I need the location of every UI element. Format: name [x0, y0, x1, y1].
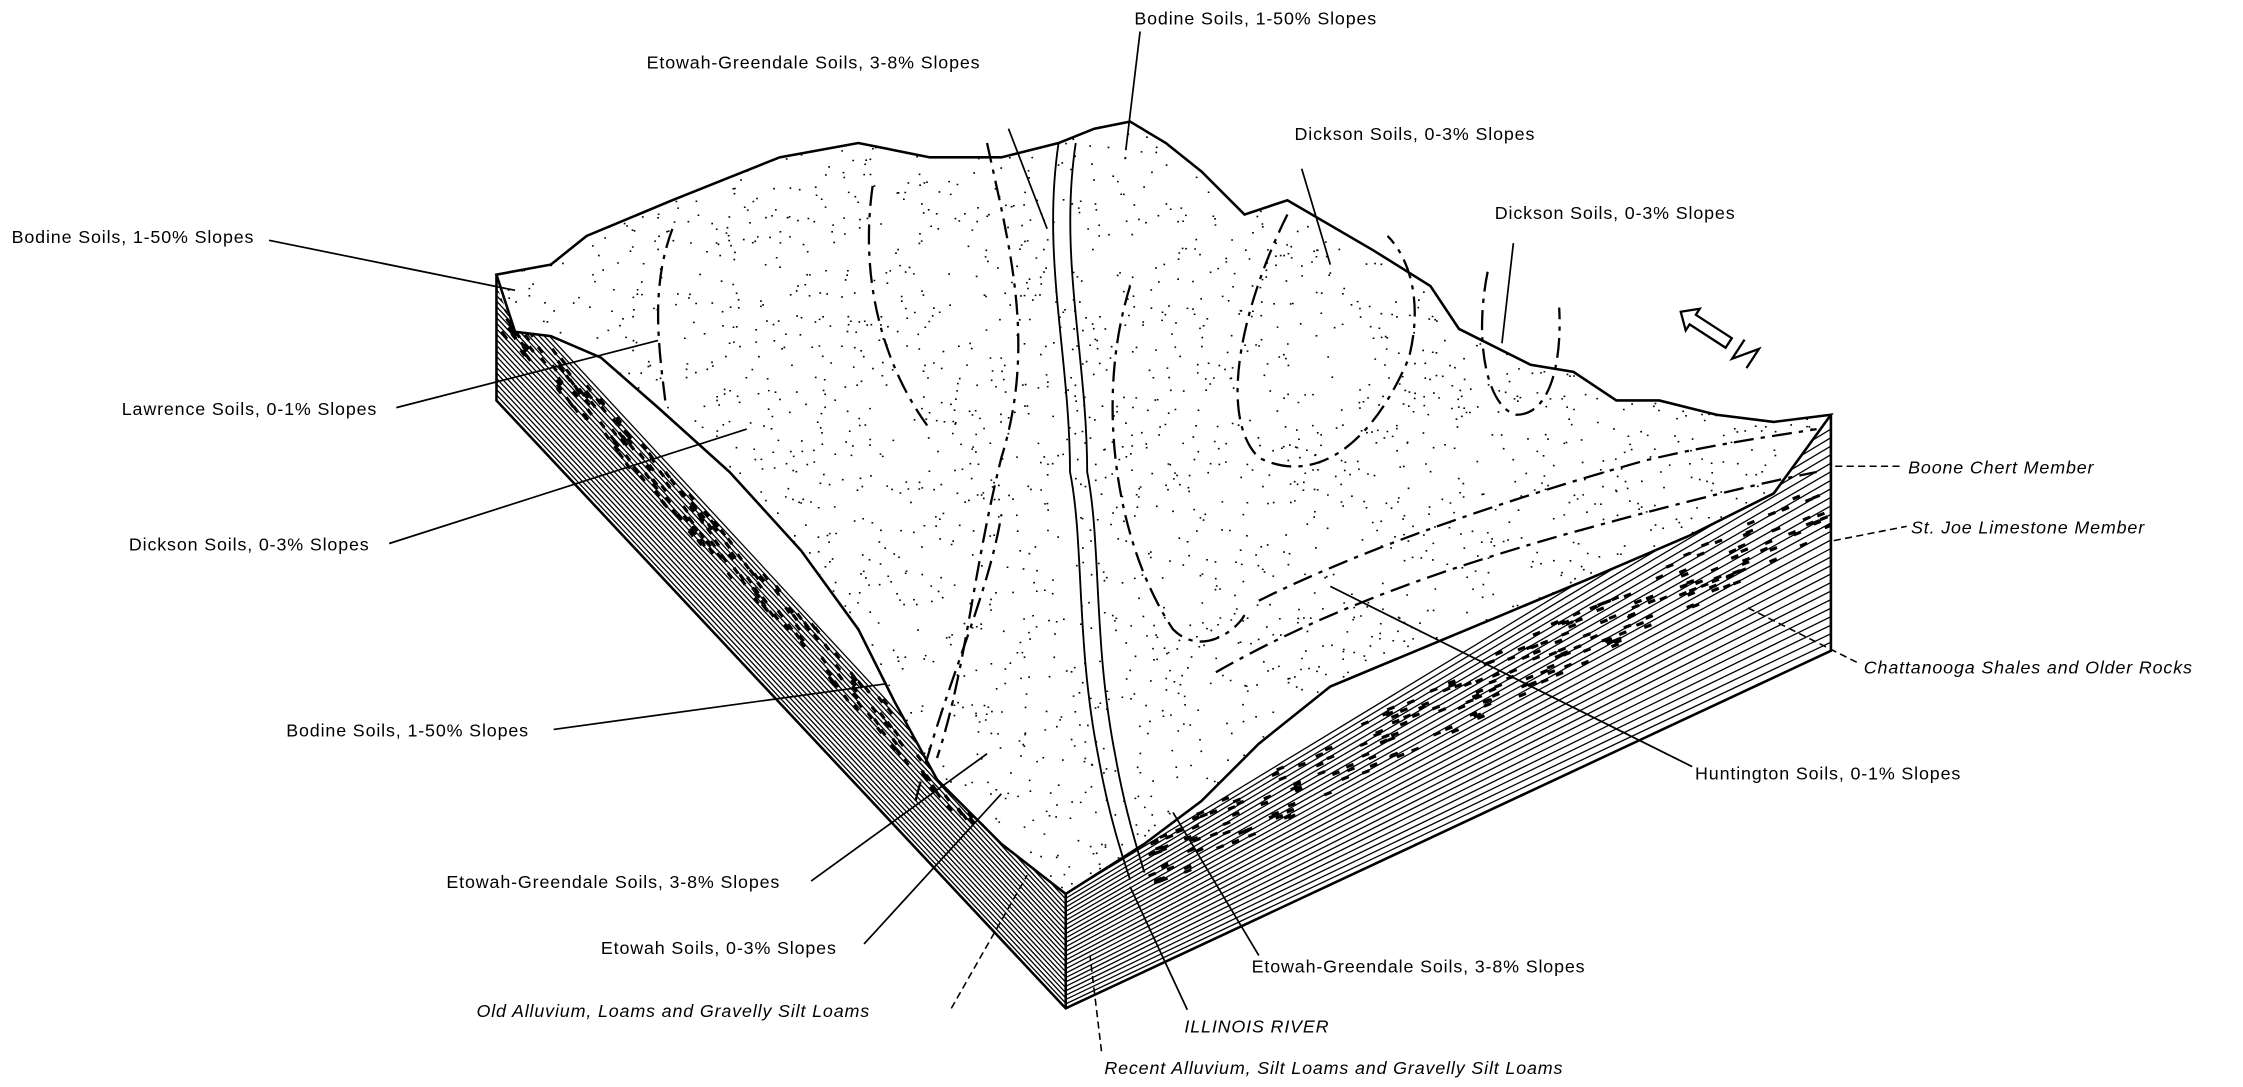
river-channel: [1069, 142, 1146, 873]
terrain-top-surface: [496, 121, 1831, 894]
contour-line: [1111, 285, 1246, 643]
callout-dickson-soils: Dickson Soils, 0-3% Slopes: [1495, 203, 1736, 223]
geology-callouts: Boone Chert Member St. Joe Limestone Mem…: [1864, 457, 2193, 678]
callout-bodine-soils: Bodine Soils, 1-50% Slopes: [12, 227, 255, 247]
callout-dickson-soils: Dickson Soils, 0-3% Slopes: [129, 535, 370, 555]
contour-line: [656, 228, 674, 401]
contour-line: [1215, 470, 1817, 674]
callout-chattanooga-shales: Chattanooga Shales and Older Rocks: [1864, 658, 2193, 678]
callout-illinois-river: ILLINOIS RIVER: [1184, 1017, 1329, 1037]
stipple-texture: [496, 121, 1831, 894]
callout-boone-chert: Boone Chert Member: [1908, 457, 2094, 477]
contour-line: [867, 185, 931, 430]
contour-line: [1258, 427, 1817, 602]
callout-etowah-soils: Etowah Soils, 0-3% Slopes: [601, 938, 837, 958]
callout-huntington-soils: Huntington Soils, 0-1% Slopes: [1695, 763, 1961, 783]
north-arrow-icon: [1679, 307, 1762, 369]
leader-lines: [268, 31, 1907, 1052]
callout-old-alluvium: Old Alluvium, Loams and Gravelly Silt Lo…: [476, 1001, 870, 1021]
callout-recent-alluvium: Recent Alluvium, Silt Loams and Gravelly…: [1104, 1058, 1563, 1078]
callout-bodine-soils: Bodine Soils, 1-50% Slopes: [286, 721, 529, 741]
callout-etowah-greendale-soils: Etowah-Greendale Soils, 3-8% Slopes: [446, 872, 780, 892]
callout-etowah-greendale-soils: Etowah-Greendale Soils, 3-8% Slopes: [647, 53, 981, 73]
callout-lawrence-soils: Lawrence Soils, 0-1% Slopes: [122, 399, 377, 419]
contour-line: [1236, 214, 1416, 468]
chert-texture: [499, 297, 978, 825]
contour-line: [914, 514, 1003, 802]
contour-line: [935, 142, 1020, 759]
callout-bodine-soils: Bodine Soils, 1-50% Slopes: [1134, 8, 1377, 28]
contour-line: [1480, 271, 1561, 416]
river-channel: [1052, 142, 1131, 880]
block-outline: [495, 120, 1833, 1010]
callout-dickson-soils: Dickson Soils, 0-3% Slopes: [1295, 124, 1536, 144]
soil-callouts: Bodine Soils, 1-50% Slopes Etowah-Greend…: [12, 8, 1961, 1078]
callout-etowah-greendale-soils: Etowah-Greendale Soils, 3-8% Slopes: [1252, 957, 1586, 977]
right-face-strata: [1065, 414, 1831, 1009]
callout-st-joe-limestone: St. Joe Limestone Member: [1911, 517, 2145, 537]
chert-texture: [1144, 493, 1831, 885]
